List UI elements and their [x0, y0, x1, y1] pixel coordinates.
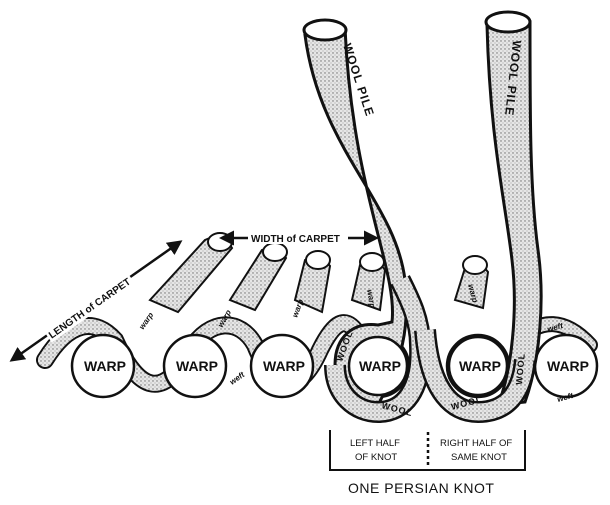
right-half-label-line1: RIGHT HALF OF [440, 438, 512, 449]
warp-small-label-3: warp [290, 298, 305, 319]
warp-label-5: WARP [459, 358, 501, 374]
warp-small-label-4: warp [365, 289, 377, 309]
warp-circle-3 [249, 333, 315, 399]
wool-label-right-2: WOOL [514, 352, 527, 385]
knotted-warps [347, 335, 509, 397]
width-dimension: WIDTH of CARPET [219, 230, 379, 246]
right-half-label-line2: SAME KNOT [451, 452, 507, 463]
weft-label-1: weft [228, 370, 247, 387]
knot-bracket [329, 430, 526, 471]
warp-small-label-1: warp [137, 311, 155, 332]
warp-label-4: WARP [359, 358, 401, 374]
left-wool-pile [302, 18, 432, 424]
one-persian-knot-label: ONE PERSIAN KNOT [348, 480, 494, 496]
back-warps [148, 232, 490, 314]
left-half-label-line1: LEFT HALF [350, 438, 400, 449]
warp-label-1: WARP [84, 358, 126, 374]
weft-label-2: weft [546, 321, 564, 334]
width-of-carpet-label: WIDTH of CARPET [251, 234, 340, 245]
left-half-label-line2: OF KNOT [355, 452, 397, 463]
warp-label-3: WARP [263, 358, 305, 374]
warp-label-2: WARP [176, 358, 218, 374]
warp-label-6: WARP [547, 358, 589, 374]
right-wool-pile [414, 10, 543, 424]
weft-label-3: weft [556, 391, 574, 404]
